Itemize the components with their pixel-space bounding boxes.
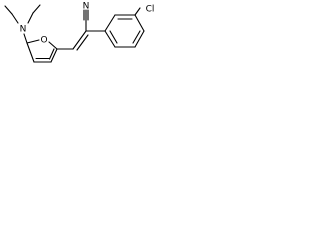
phenyl-bond-6 — [104, 30, 116, 48]
furan-bond-c5-c4 — [50, 48, 58, 63]
bond-ethyl-2b — [27, 12, 34, 24]
atom-label-nitrile-nitrogen: N — [83, 2, 90, 12]
atom-label-amine-nitrogen: N — [20, 25, 27, 35]
diethylamino-group — [4, 4, 41, 44]
furan-bond-c2-o — [26, 39, 40, 44]
furan-ring — [26, 39, 58, 63]
nitrile-group — [83, 9, 89, 32]
phenyl-bond-1 — [104, 14, 116, 32]
bond-ch-c-double — [76, 34, 89, 51]
phenyl-bond-3 — [134, 14, 145, 32]
bond-n-furan — [23, 33, 28, 44]
bond-ethyl-2a — [32, 4, 41, 14]
bond-ch-c — [72, 30, 87, 50]
furan-bond-c3-c2 — [26, 42, 35, 63]
bond-ring-cl — [134, 7, 141, 16]
furan-double-c5-inner — [48, 48, 55, 60]
phenyl-double-2 — [132, 30, 141, 44]
furan-bond-o-c5 — [48, 41, 58, 50]
bond-ethyl-1a — [4, 5, 13, 15]
atom-label-furan-oxygen: O — [40, 36, 47, 46]
chemical-structure: N O N Cl — [4, 2, 155, 63]
chlorophenyl-ring — [85, 7, 145, 48]
vinyl-linker — [56, 30, 89, 51]
phenyl-double-3 — [109, 30, 118, 44]
atom-label-chlorine: Cl — [146, 5, 155, 15]
bond-ethyl-1b — [11, 13, 19, 24]
phenyl-bond-4 — [134, 30, 145, 48]
